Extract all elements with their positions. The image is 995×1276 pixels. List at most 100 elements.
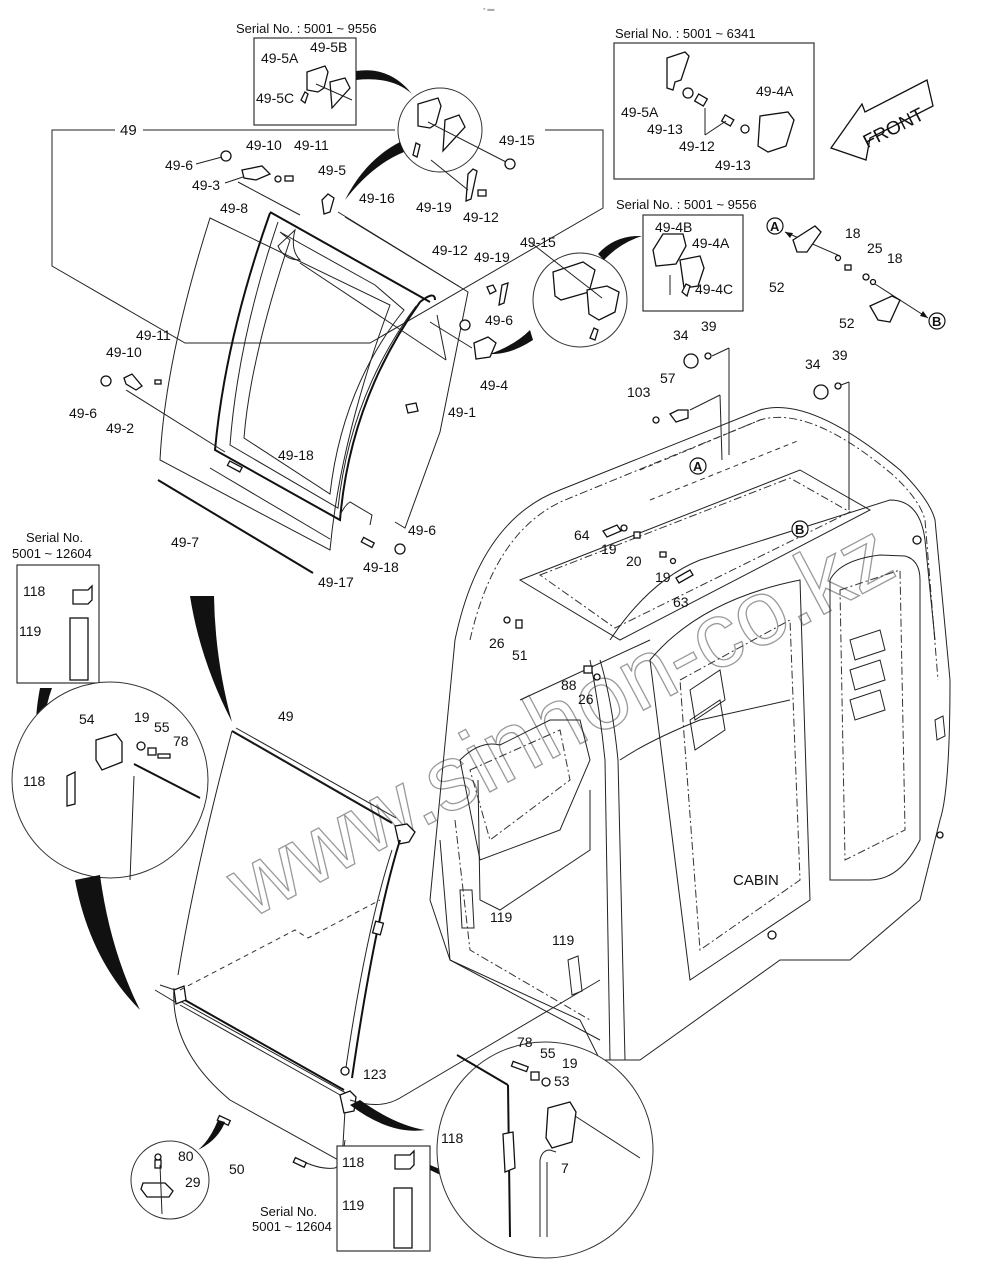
detail-circle-door-latch: 78 55 19 53 118 7: [350, 1034, 654, 1259]
callout-49-11: 49-11: [294, 137, 329, 153]
callout-118: 118: [441, 1130, 464, 1146]
callout-103: 103: [627, 384, 651, 400]
callout-39: 39: [832, 347, 848, 363]
header-mark: ▪ ▬: [483, 6, 494, 13]
callout-63: 63: [673, 594, 689, 610]
callout-26: 26: [578, 691, 594, 707]
serial-note-line2: 5001 ~ 12604: [12, 546, 92, 561]
callout-49-3: 49-3: [192, 177, 220, 193]
inset-serial-5001-6341: Serial No. : 5001 ~ 6341 49-5A 49-13 49-…: [613, 26, 815, 180]
inset-serial-5001-9556-mid: Serial No. : 5001 ~ 9556 49-4B 49-4A 49-…: [616, 197, 757, 312]
serial-note: Serial No. : 5001 ~ 9556: [616, 197, 757, 212]
callout-49-5A: 49-5A: [261, 50, 299, 66]
callout-49-10: 49-10: [246, 137, 282, 153]
callout-118: 118: [23, 583, 46, 599]
callout-18: 18: [845, 225, 861, 241]
detail-circle-door-catch: 54 19 55 78 118: [11, 596, 232, 1010]
callout-49-18: 49-18: [363, 559, 399, 575]
callout-49-5A: 49-5A: [621, 104, 659, 120]
callout-49: 49: [278, 708, 294, 724]
hinge-upper-parts: 49-6 49-3 49-10 49-11 49-5 49-16 49-8: [165, 137, 395, 216]
callout-50: 50: [229, 1161, 245, 1177]
callout-49: 49: [120, 122, 137, 139]
callout-49-6: 49-6: [69, 405, 97, 421]
callout-49-6: 49-6: [485, 312, 513, 328]
serial-note: Serial No. : 5001 ~ 6341: [615, 26, 756, 41]
callout-118: 118: [23, 773, 46, 789]
callout-49-13: 49-13: [715, 157, 751, 173]
serial-note-line1: Serial No.: [260, 1204, 317, 1219]
callout-49-4: 49-4: [480, 377, 508, 393]
callout-49-6: 49-6: [165, 157, 193, 173]
callout-52: 52: [839, 315, 855, 331]
callout-80: 80: [178, 1148, 194, 1164]
callout-55: 55: [154, 719, 170, 735]
detail-circle-latch: [490, 235, 642, 355]
callout-18: 18: [887, 250, 903, 266]
inset-serial-5001-9556-top: Serial No. : 5001 ~ 9556 49-5A 49-5B 49-…: [236, 21, 412, 126]
callout-57: 57: [660, 370, 676, 386]
callout-39: 39: [701, 318, 717, 334]
marker-B-on-cabin: [791, 520, 809, 538]
callout-49-5B: 49-5B: [310, 39, 347, 55]
callout-25: 25: [867, 240, 883, 256]
callout-49-16: 49-16: [359, 190, 395, 206]
callout-49-10: 49-10: [106, 344, 142, 360]
callout-64: 64: [574, 527, 590, 543]
callout-49-18: 49-18: [278, 447, 314, 463]
callout-49-19: 49-19: [474, 249, 510, 265]
roof-fasteners: 34 39 34 39 57 103: [627, 318, 850, 510]
callout-19: 19: [134, 709, 150, 725]
serial-note-line2: 5001 ~ 12604: [252, 1219, 332, 1234]
callout-20: 20: [626, 553, 642, 569]
callout-34: 34: [805, 356, 821, 372]
callout-55: 55: [540, 1045, 556, 1061]
detail-circle-hinge-top: 49-15 49-19 49-12: [345, 87, 535, 225]
callout-19: 19: [655, 569, 671, 585]
marker-B-on-cabin-label: B: [795, 522, 804, 537]
callout-49-4A: 49-4A: [756, 83, 794, 99]
callout-88: 88: [561, 677, 577, 693]
callout-119: 119: [19, 623, 42, 639]
callout-49-8: 49-8: [220, 200, 248, 216]
callout-51: 51: [512, 647, 528, 663]
callout-49-12: 49-12: [463, 209, 499, 225]
callout-49-13: 49-13: [647, 121, 683, 137]
callout-78: 78: [517, 1034, 533, 1050]
callout-49-17: 49-17: [318, 574, 354, 590]
callout-19: 19: [562, 1055, 578, 1071]
door-glass-exploded: 49-12 49-19 49-15 49-6 49-4 49-1 49-11 4…: [69, 211, 556, 590]
callout-119: 119: [552, 932, 575, 948]
detail-circle-handle: 80 29: [130, 1120, 225, 1220]
callout-54: 54: [79, 711, 95, 727]
cabin-body: A B 64 19 20 19 63 26 51 88 26 CABIN 119…: [429, 407, 951, 1061]
marker-B: [928, 312, 946, 330]
callout-53: 53: [554, 1073, 570, 1089]
marker-A: [766, 217, 784, 235]
callout-7: 7: [561, 1160, 569, 1176]
callout-119: 119: [342, 1197, 365, 1213]
inset-serial-5001-12604-left: Serial No. 5001 ~ 12604 118 119: [12, 530, 100, 684]
front-arrow: FRONT: [829, 79, 934, 161]
callout-49-5: 49-5: [318, 162, 346, 178]
callout-52: 52: [769, 279, 785, 295]
group-49-frame: 49: [51, 122, 604, 344]
callout-49-6: 49-6: [408, 522, 436, 538]
callout-19: 19: [601, 541, 617, 557]
callout-49-11: 49-11: [136, 327, 171, 343]
callout-34: 34: [673, 327, 689, 343]
inset-serial-5001-12604-bottom: 118 119 Serial No. 5001 ~ 12604: [252, 1145, 485, 1252]
callout-49-4B: 49-4B: [655, 219, 692, 235]
callout-78: 78: [173, 733, 189, 749]
callout-118: 118: [342, 1154, 365, 1170]
marker-A-label: A: [770, 219, 780, 234]
callout-49-19: 49-19: [416, 199, 452, 215]
callout-49-12: 49-12: [432, 242, 468, 258]
callout-49-15: 49-15: [499, 132, 535, 148]
callout-49-4C: 49-4C: [695, 281, 733, 297]
callout-29: 29: [185, 1174, 201, 1190]
marker-B-label: B: [932, 314, 941, 329]
callout-49-2: 49-2: [106, 420, 134, 436]
callout-119: 119: [490, 909, 513, 925]
